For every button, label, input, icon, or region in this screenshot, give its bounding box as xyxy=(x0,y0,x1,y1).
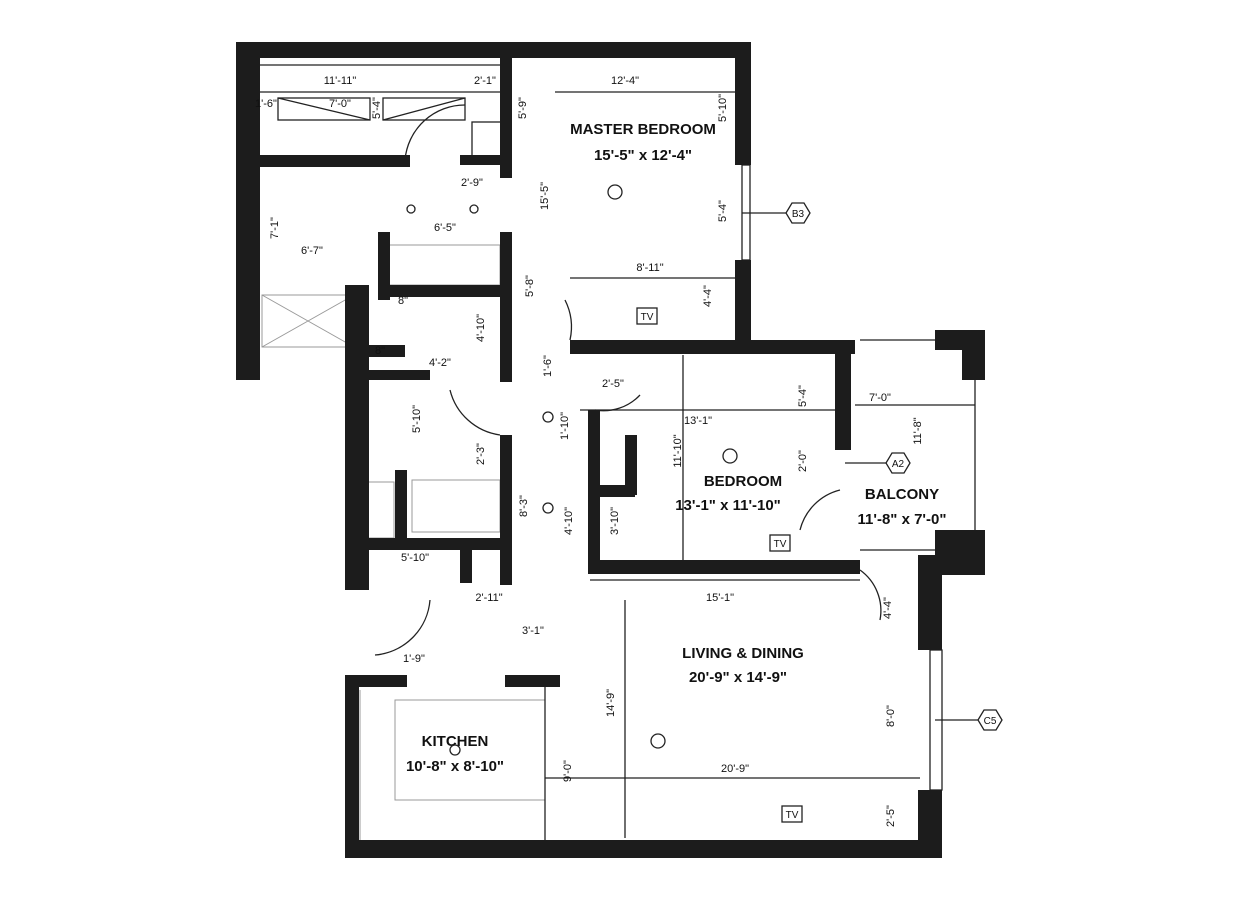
dimension-label: 7'-1" xyxy=(269,217,281,239)
dimension-label: 2'-5" xyxy=(885,805,897,827)
dimension-label: 6'-5" xyxy=(434,222,456,234)
room-size-living: 20'-9" x 14'-9" xyxy=(689,669,787,686)
dimension-label: 4'-10" xyxy=(563,507,575,535)
dimension-label: 5'-10" xyxy=(411,405,423,433)
dimension-label: 8'-3" xyxy=(518,495,530,517)
elevation-tag-b3: B3 xyxy=(742,202,811,224)
dimension-label: 11'-8" xyxy=(912,417,924,444)
dimension-label: 20'-9" xyxy=(721,763,749,775)
dimension-label: 2'-9" xyxy=(461,177,483,189)
svg-text:TV: TV xyxy=(786,810,799,821)
dimension-label: 2'-1" xyxy=(474,75,496,87)
tags: B3 A2 C5 TV TV TV xyxy=(636,202,1003,823)
dimension-label: 7'-0" xyxy=(329,98,351,110)
dimension-label: 9'-0" xyxy=(562,760,574,782)
dimension-label: 1'-6" xyxy=(542,355,554,377)
dimension-label: 1'-6" xyxy=(255,98,277,110)
svg-text:A2: A2 xyxy=(892,459,905,470)
dimension-label: 1'-9" xyxy=(403,653,425,665)
dimension-label: 5'-8" xyxy=(524,275,536,297)
dimension-label: 2'-0" xyxy=(797,450,809,472)
dimension-label: 7'-0" xyxy=(869,392,891,404)
dimension-label: 2'-11" xyxy=(475,592,502,604)
room-name-kitchen: KITCHEN xyxy=(422,733,489,750)
dimension-labels: 11'-11" 2'-1" 1'-6" 7'-0" 5'-4" 5'-9" 2'-9" 15'… xyxy=(255,75,924,827)
thermostat-icons xyxy=(406,184,738,756)
dimension-label: 4'-10" xyxy=(475,314,487,342)
dimension-label: 1'-10" xyxy=(559,412,571,440)
dimension-label: 3'-10" xyxy=(609,507,621,535)
dimension-label: 5'-10" xyxy=(401,552,429,564)
dimension-label: 11'-10" xyxy=(672,434,684,467)
dimension-label: 13'-1" xyxy=(684,415,712,427)
dimension-label: 15'-1" xyxy=(706,592,734,604)
room-name-bedroom: BEDROOM xyxy=(704,473,782,490)
dimension-label: 8" xyxy=(398,295,408,307)
elevation-tag-c5: C5 xyxy=(935,709,1003,731)
dimension-label: 8'-11" xyxy=(636,262,663,274)
tv-outlet-master: TV xyxy=(636,307,658,325)
dimension-label: 14'-9" xyxy=(605,689,617,717)
walls xyxy=(236,42,985,858)
tv-outlet-living: TV xyxy=(781,805,803,823)
dimension-label: 5'-4" xyxy=(717,200,729,222)
room-size-bedroom: 13'-1" x 11'-10" xyxy=(675,497,781,514)
dimension-label: 8'-0" xyxy=(885,705,897,727)
dimension-label: 5'-10" xyxy=(717,94,729,122)
dimension-label: 5'-9" xyxy=(517,97,529,119)
dimension-label: 11'-11" xyxy=(324,75,357,87)
svg-text:C5: C5 xyxy=(984,716,997,727)
dimension-label: 4'-2" xyxy=(429,357,451,369)
svg-text:TV: TV xyxy=(774,539,787,550)
dimension-label: 8" xyxy=(375,345,385,357)
room-size-master-bedroom: 15'-5" x 12'-4" xyxy=(594,147,692,164)
room-name-living: LIVING & DINING xyxy=(682,645,804,662)
tv-outlet-bedroom: TV xyxy=(769,534,791,552)
dimension-label: 3'-1" xyxy=(522,625,544,637)
elevation-tag-a2: A2 xyxy=(845,452,911,474)
room-labels: MASTER BEDROOM 15'-5" x 12'-4" BEDROOM 1… xyxy=(406,121,947,775)
dimension-label: 5'-4" xyxy=(797,385,809,407)
dimension-label: 4'-4" xyxy=(702,285,714,307)
room-size-kitchen: 10'-8" x 8'-10" xyxy=(406,758,504,775)
dimension-label: 2'-3" xyxy=(475,443,487,465)
svg-text:B3: B3 xyxy=(792,209,805,220)
room-name-master-bedroom: MASTER BEDROOM xyxy=(570,121,716,138)
dimension-label: 15'-5" xyxy=(539,182,551,210)
dimension-label: 2'-5" xyxy=(602,378,624,390)
room-size-balcony: 11'-8" x 7'-0" xyxy=(858,511,947,528)
dimension-label: 4'-4" xyxy=(882,597,894,619)
dimension-label: 5'-4" xyxy=(371,97,383,119)
dimension-label: 12'-4" xyxy=(611,75,639,87)
svg-text:TV: TV xyxy=(641,312,654,323)
dimension-label: 6'-7" xyxy=(301,245,323,257)
room-name-balcony: BALCONY xyxy=(865,486,939,503)
